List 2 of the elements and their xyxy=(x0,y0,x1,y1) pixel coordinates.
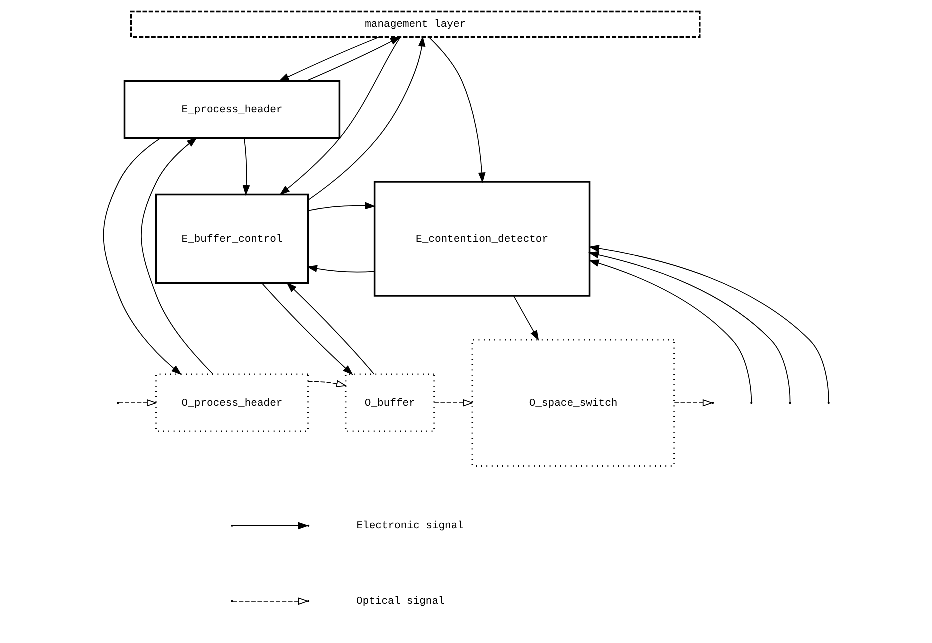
legend-label: Electronic signal xyxy=(356,520,464,533)
legend-label: Optical signal xyxy=(356,596,444,608)
